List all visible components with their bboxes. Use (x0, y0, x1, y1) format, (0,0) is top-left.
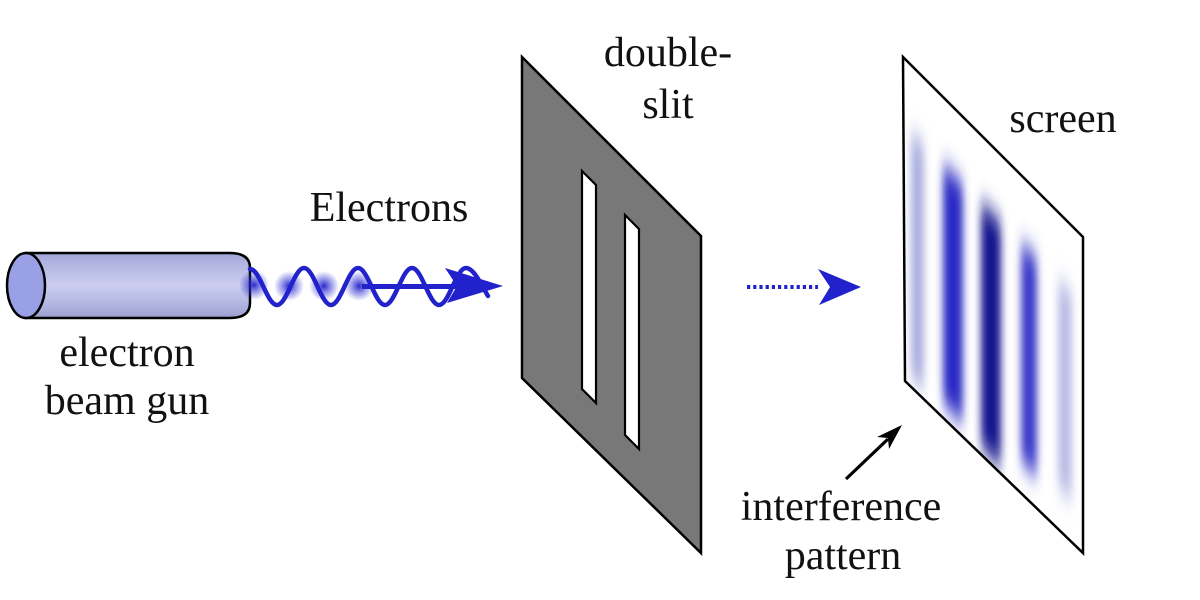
gun-label-line1: electron (59, 330, 194, 376)
dotted-beam-arrow-icon (747, 269, 861, 305)
slit-right (623, 212, 641, 452)
wave-packet-dot (239, 270, 269, 300)
interference-label-line2: pattern (785, 533, 902, 579)
gun-cylinder-body (24, 251, 252, 320)
pointer-arrow-icon (844, 425, 902, 481)
fringe-3 (981, 202, 1001, 467)
dotted-arrowhead (818, 269, 861, 305)
pointer-arrowhead (877, 425, 902, 449)
electrons-label: Electrons (310, 185, 469, 231)
wave-packet-dot (309, 271, 339, 301)
fringe-2 (943, 164, 963, 423)
pointer-arrow-shaft (844, 437, 890, 481)
gun-label-line2: beam gun (45, 378, 209, 424)
electron-wave (247, 265, 491, 308)
fringe-5 (1058, 279, 1072, 500)
double-slit-barrier (520, 53, 703, 556)
screen-outline (901, 53, 1085, 556)
screen-label: screen (1009, 96, 1116, 142)
fringe-1 (911, 132, 924, 390)
detection-screen (901, 53, 1085, 556)
electron-beam-gun (5, 251, 252, 320)
double-slit-label-line2: slit (642, 82, 694, 128)
interference-fringes (911, 132, 1072, 500)
interference-label-line1: interference (741, 484, 942, 530)
fringe-4 (1021, 242, 1037, 477)
barrier-plate (520, 53, 703, 556)
double-slit-label-line1: double- (604, 30, 732, 76)
gun-cylinder-cap (5, 251, 47, 320)
slit-left (580, 168, 598, 406)
